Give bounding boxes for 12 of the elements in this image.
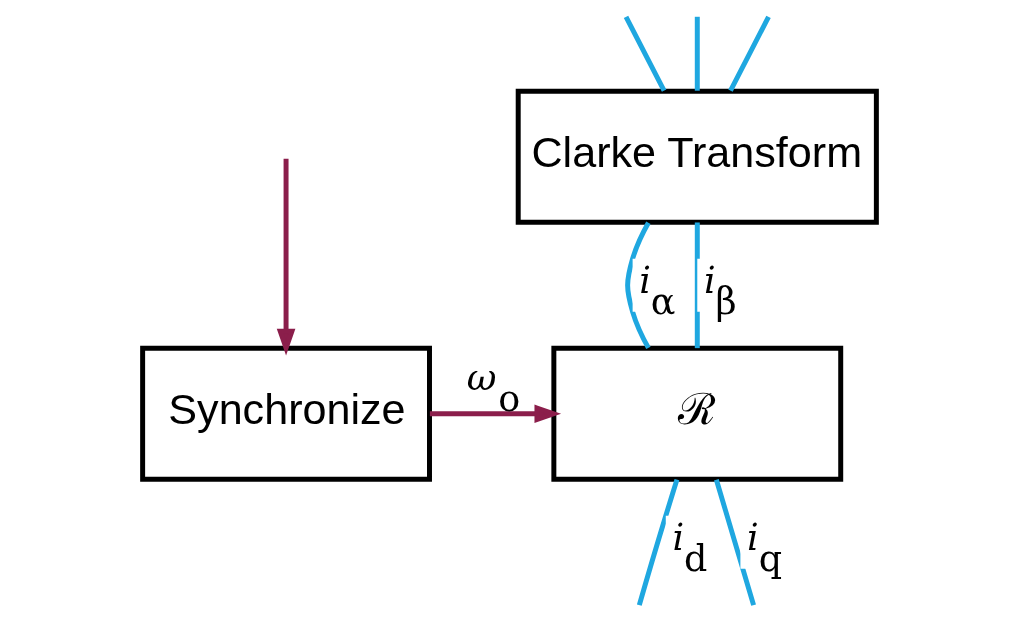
arrow xyxy=(276,158,295,356)
arrow xyxy=(429,404,561,424)
node-box: Synchronize xyxy=(139,345,432,482)
node-box: Clarke Transform xyxy=(515,88,879,225)
connector xyxy=(636,478,679,606)
connector xyxy=(694,16,700,91)
connector xyxy=(624,221,651,350)
node-box: ℛ xyxy=(550,345,843,482)
connector xyxy=(623,15,666,92)
connector xyxy=(713,479,756,606)
connector xyxy=(727,15,771,92)
connector xyxy=(694,222,700,349)
